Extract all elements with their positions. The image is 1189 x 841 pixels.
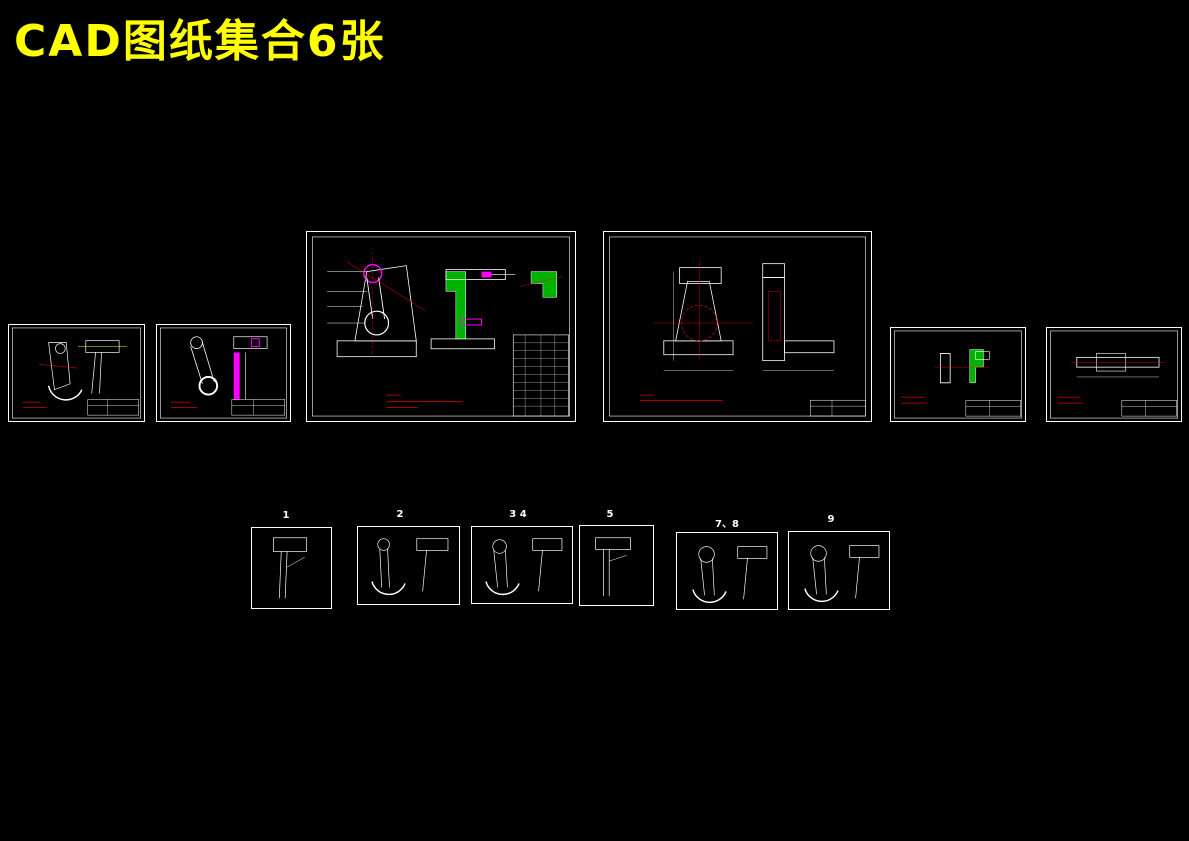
- drawing-sheet-3-graphic: ━━━━━━ ━━━━━━━━━━━━━━━━━━━━━━━━━━━━━━━━ …: [312, 236, 570, 417]
- svg-text:━━━━━━━━━━: ━━━━━━━━━━: [1056, 394, 1081, 399]
- svg-text:━━━━━━━━━━━━━━━━━━━━━━━━━━━━━━: ━━━━━━━━━━━━━━━━━━━━━━━━━━━━━━━━━━━: [639, 398, 724, 403]
- step-thumbnail-5-graphic: [692, 546, 768, 604]
- drawing-sheet-1[interactable]: ━━━━━━━ ━━━━━━━━━━: [8, 324, 145, 422]
- step-thumbnail-1-graphic: [273, 537, 307, 599]
- step-thumbnail-1[interactable]: [251, 527, 332, 609]
- step-label-1: 1: [282, 510, 290, 521]
- drawing-sheet-5-graphic: ━━━━━━━━━━ ━━━━━━━━━━━: [894, 330, 1022, 419]
- step-thumbnail-5[interactable]: [676, 532, 778, 610]
- svg-text:━━━━━━━━━━━━━━━━━━━━━━━━━━━━━━: ━━━━━━━━━━━━━━━━━━━━━━━━━━━━━━━━: [386, 399, 463, 404]
- step-label-6: 9: [827, 514, 835, 525]
- drawing-sheet-6-graphic: ━━━━━━━━━━ ━━━━━━━━━━━: [1050, 330, 1178, 419]
- svg-text:━━━━━━━━━━━: ━━━━━━━━━━━: [900, 400, 928, 405]
- step-thumbnail-2[interactable]: [357, 526, 460, 605]
- step-label-4: 5: [606, 509, 614, 520]
- step-thumbnail-4[interactable]: [579, 525, 654, 606]
- drawing-sheet-4-graphic: ━━━━━━ ━━━━━━━━━━━━━━━━━━━━━━━━━━━━━━━━━…: [609, 236, 866, 417]
- svg-text:━━━━━━━━━━━━━: ━━━━━━━━━━━━━: [386, 405, 418, 410]
- step-thumbnail-3[interactable]: [471, 526, 573, 604]
- drawing-sheet-3[interactable]: ━━━━━━ ━━━━━━━━━━━━━━━━━━━━━━━━━━━━━━━━ …: [306, 231, 576, 422]
- svg-text:━━━━━━━━━━━: ━━━━━━━━━━━: [1056, 400, 1084, 405]
- svg-text:━━━━━━━━━━━: ━━━━━━━━━━━: [170, 405, 198, 410]
- svg-text:━━━━━━: ━━━━━━: [386, 392, 402, 397]
- drawing-sheet-6[interactable]: ━━━━━━━━━━ ━━━━━━━━━━━: [1046, 327, 1182, 422]
- svg-text:━━━━━━━━: ━━━━━━━━: [170, 399, 190, 404]
- drawing-sheet-1-graphic: ━━━━━━━ ━━━━━━━━━━: [12, 327, 141, 419]
- step-thumbnail-2-graphic: [371, 538, 449, 596]
- step-thumbnail-3-graphic: [485, 538, 563, 596]
- svg-text:━━━━━━━━━━: ━━━━━━━━━━: [900, 394, 925, 399]
- step-thumbnail-6[interactable]: [788, 531, 890, 610]
- svg-text:━━━━━━━━━━: ━━━━━━━━━━: [22, 405, 47, 410]
- step-label-3: 3 4: [509, 509, 527, 520]
- step-thumbnail-4-graphic: [595, 537, 631, 597]
- step-thumbnail-6-graphic: [804, 545, 880, 603]
- step-label-5: 7、8: [715, 519, 739, 530]
- svg-text:━━━━━━━: ━━━━━━━: [22, 399, 40, 404]
- drawing-sheet-4[interactable]: ━━━━━━ ━━━━━━━━━━━━━━━━━━━━━━━━━━━━━━━━━…: [603, 231, 872, 422]
- step-label-2: 2: [396, 509, 404, 520]
- drawing-sheet-5[interactable]: ━━━━━━━━━━ ━━━━━━━━━━━: [890, 327, 1026, 422]
- page-title: CAD图纸集合6张: [14, 16, 386, 67]
- svg-text:━━━━━━: ━━━━━━: [639, 392, 655, 397]
- drawing-sheet-2[interactable]: ━━━━━━━━ ━━━━━━━━━━━: [156, 324, 291, 422]
- drawing-sheet-2-graphic: ━━━━━━━━ ━━━━━━━━━━━: [160, 327, 287, 419]
